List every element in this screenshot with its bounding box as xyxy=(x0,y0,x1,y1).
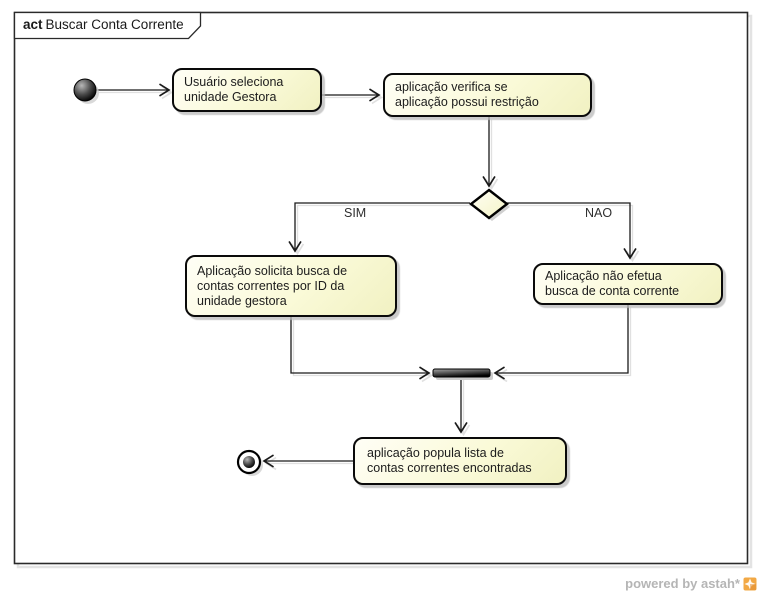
frame-keyword: act xyxy=(23,17,43,32)
decision-node-icon xyxy=(469,188,509,220)
frame-title: act Buscar Conta Corrente xyxy=(23,17,184,32)
edge-decision-sim xyxy=(288,202,470,253)
action-node-populate-list: aplicação popula lista de contas corrent… xyxy=(353,437,567,485)
guard-label-sim: SIM xyxy=(344,206,367,220)
edges xyxy=(96,83,637,468)
edge-no-search-to-merge xyxy=(493,305,629,380)
watermark: powered by astah* xyxy=(590,575,757,592)
frame-title-tab xyxy=(13,11,202,40)
edge-request-search-to-merge xyxy=(290,317,431,380)
final-node-icon xyxy=(243,456,255,468)
edge-decision-nao xyxy=(506,202,637,260)
guard-label-nao: NAO xyxy=(585,206,613,220)
action-node-verify-restriction: aplicação verifica se aplicação possui r… xyxy=(383,73,592,117)
action-node-select-unit: Usuário seleciona unidade Gestora xyxy=(172,68,322,112)
watermark-text: powered by astah* xyxy=(625,576,740,591)
action-node-no-search: Aplicação não efetua busca de conta corr… xyxy=(533,263,723,305)
frame-diagram-name: Buscar Conta Corrente xyxy=(45,17,184,32)
initial-node-icon xyxy=(73,78,97,102)
astah-logo-icon xyxy=(743,577,757,590)
merge-bar-icon xyxy=(432,368,491,378)
action-node-request-search: Aplicação solicita busca de contas corre… xyxy=(185,255,397,317)
